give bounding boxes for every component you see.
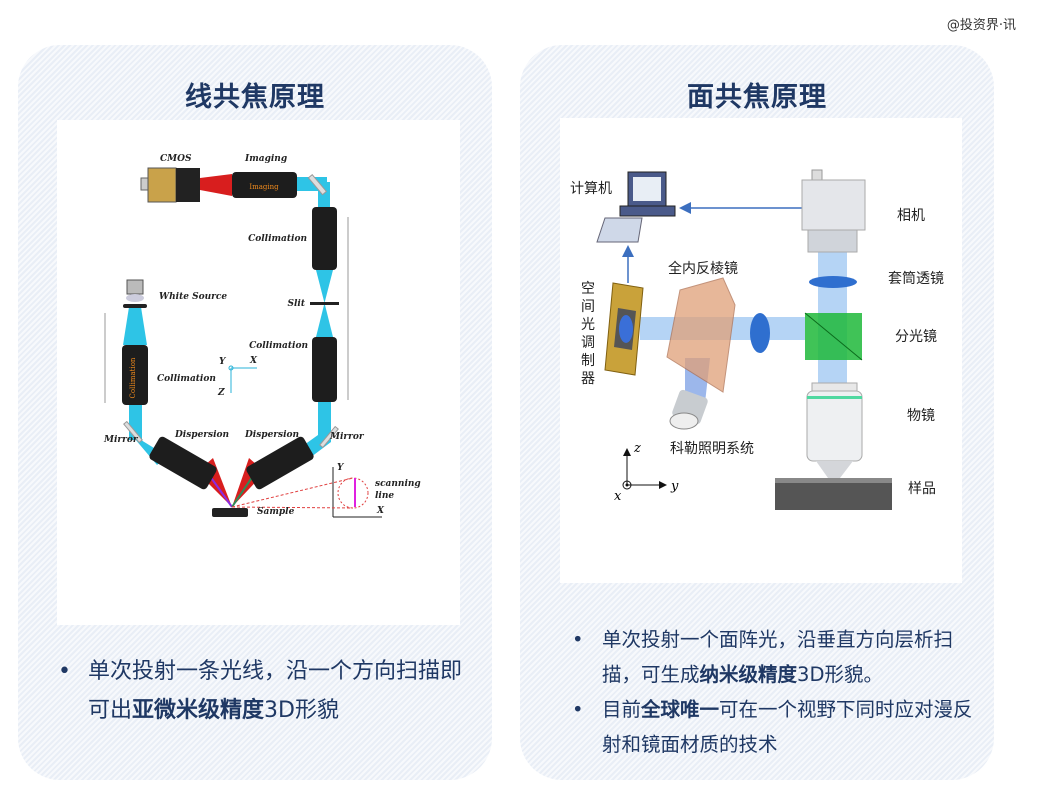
label-collimation: Collimation bbox=[248, 234, 307, 244]
objective bbox=[806, 382, 863, 478]
card-title: 线共焦原理 bbox=[185, 82, 325, 113]
line-confocal-card: 线共焦原理 bbox=[18, 45, 492, 780]
label-computer: 计算机 bbox=[570, 181, 612, 197]
light-beam bbox=[123, 177, 333, 465]
highlight: 纳米级精度 bbox=[699, 663, 798, 686]
mirror bbox=[307, 173, 328, 196]
label-scan-y: Y bbox=[337, 463, 345, 473]
label-scanning: scanning bbox=[375, 479, 421, 489]
label-axis-x: x bbox=[614, 489, 622, 504]
svg-text:制: 制 bbox=[581, 353, 595, 369]
white-source bbox=[123, 279, 147, 308]
label-white-source: White Source bbox=[159, 292, 227, 302]
label-scan-x: X bbox=[376, 506, 385, 516]
label-dispersion: Dispersion bbox=[174, 430, 229, 440]
label-axis-x: X bbox=[249, 356, 258, 366]
computer bbox=[596, 171, 676, 243]
label-prism: 全内反棱镜 bbox=[668, 260, 738, 277]
label-collimation: Collimation bbox=[157, 374, 216, 384]
label-kohler: 科勒照明系统 bbox=[670, 441, 754, 457]
area-confocal-diagram: 计算机 相机 套筒透镜 分光镜 物镜 样品 全内反棱镜 科勒照明系统 空 间 光… bbox=[560, 118, 962, 583]
label-cmos: CMOS bbox=[160, 154, 192, 164]
watermark: @投资界·讯 bbox=[946, 18, 1016, 33]
label-axis-y: Y bbox=[219, 357, 227, 367]
slit bbox=[310, 302, 339, 305]
label-imaging: Imaging bbox=[244, 154, 287, 164]
label-axis-z: Z bbox=[217, 388, 225, 398]
sample bbox=[775, 478, 892, 510]
label-sample: Sample bbox=[257, 507, 295, 517]
svg-text:器: 器 bbox=[581, 371, 595, 387]
camera bbox=[801, 169, 866, 253]
kohler-lamp bbox=[669, 389, 708, 430]
label-mirror: Mirror bbox=[329, 432, 365, 442]
bullet-item: 单次投射一条光线，沿一个方向扫描即可出亚微米级精度3D形貌 bbox=[58, 652, 478, 730]
bullet-item: 单次投射一个面阵光，沿垂直方向层析扫描，可生成纳米级精度3D形貌。 bbox=[572, 622, 982, 692]
sample bbox=[212, 508, 248, 517]
collimation-tube bbox=[312, 337, 337, 402]
card-title: 面共焦原理 bbox=[687, 82, 827, 113]
svg-text:空: 空 bbox=[581, 281, 595, 297]
tube-label: Collimation bbox=[129, 357, 137, 398]
bullet-item: 目前全球唯一可在一个视野下同时应对漫反射和镜面材质的技术 bbox=[572, 692, 982, 762]
label-axis-y: y bbox=[670, 479, 679, 494]
svg-text:光: 光 bbox=[581, 317, 595, 333]
label-axis-z: z bbox=[633, 441, 641, 456]
scanning-inset bbox=[231, 467, 382, 518]
svg-text:间: 间 bbox=[581, 299, 595, 315]
prism bbox=[666, 277, 736, 393]
highlight: 亚微米级精度 bbox=[132, 698, 265, 723]
label-line: line bbox=[375, 491, 394, 501]
collimation-tube bbox=[122, 345, 148, 405]
area-confocal-card: 面共焦原理 bbox=[520, 45, 994, 780]
dispersion-tube bbox=[246, 436, 314, 490]
bullet-list: 单次投射一条光线，沿一个方向扫描即可出亚微米级精度3D形貌 bbox=[58, 652, 478, 730]
label-slm: 空 间 光 调 制 器 bbox=[581, 281, 595, 387]
tube-label: Imaging bbox=[249, 183, 279, 191]
axes bbox=[228, 365, 257, 393]
collimation-tube bbox=[312, 207, 337, 270]
highlight: 全球唯一 bbox=[641, 698, 720, 721]
label-beam-splitter: 分光镜 bbox=[895, 329, 937, 345]
label-collimation: Collimation bbox=[249, 341, 308, 351]
label-slit: Slit bbox=[288, 299, 306, 309]
label-tube-lens: 套筒透镜 bbox=[888, 270, 944, 287]
label-sample: 样品 bbox=[908, 481, 936, 497]
label-dispersion: Dispersion bbox=[244, 430, 299, 440]
axes bbox=[622, 448, 667, 490]
label-objective: 物镜 bbox=[907, 408, 935, 424]
mirror bbox=[319, 425, 339, 449]
line-confocal-diagram: Imaging Collimation bbox=[57, 120, 460, 625]
imaging-tube bbox=[232, 172, 297, 198]
label-camera: 相机 bbox=[897, 208, 925, 224]
label-mirror: Mirror bbox=[103, 435, 139, 445]
spatial-light-modulator bbox=[604, 282, 644, 376]
dispersed-beam bbox=[200, 174, 232, 196]
lens bbox=[750, 313, 770, 353]
bullet-list: 单次投射一个面阵光，沿垂直方向层析扫描，可生成纳米级精度3D形貌。 目前全球唯一… bbox=[572, 622, 982, 762]
dispersion-tube bbox=[149, 436, 217, 490]
tube-lens bbox=[809, 276, 857, 288]
svg-text:调: 调 bbox=[581, 335, 595, 351]
mirror bbox=[123, 420, 143, 444]
cmos-camera bbox=[140, 167, 200, 203]
